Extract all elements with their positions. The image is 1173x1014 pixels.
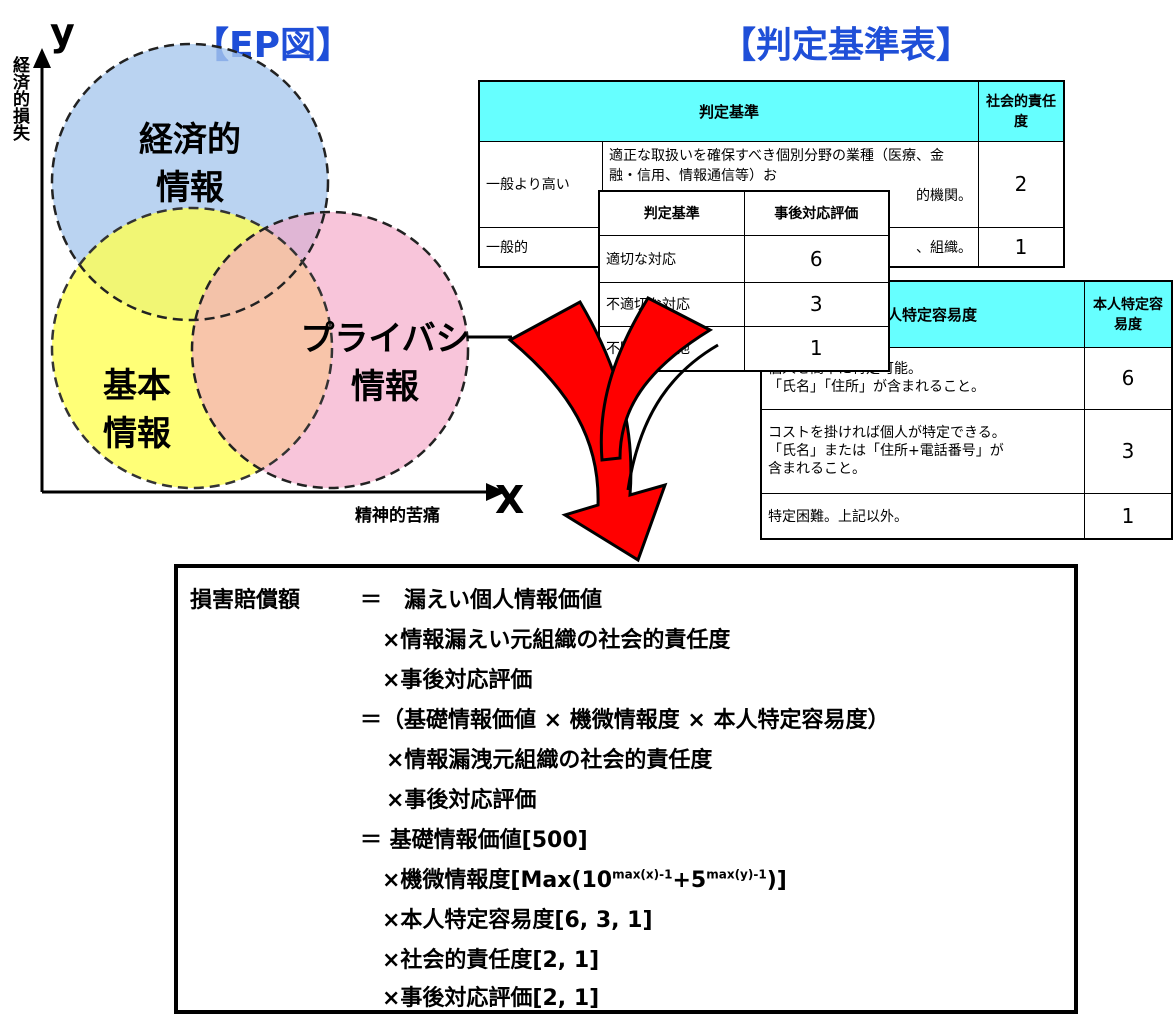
value-cell: 1 xyxy=(743,325,890,372)
formula-line: ×情報漏えい元組織の社会的責任度 xyxy=(382,628,731,653)
value-cell: 1 xyxy=(1084,492,1173,540)
identity-ease-table: 本人特定容易度 本人特定容易度 個人を簡単に特定可能。「氏名」「住所」が含まれる… xyxy=(760,280,1173,540)
x-axis-symbol: X xyxy=(495,478,525,522)
social-responsibility-table: 判定基準 社会的責任度 一般より高い 適正な取扱いを確保すべき個別分野の業種（医… xyxy=(478,80,1065,268)
table-header: 判定基準 xyxy=(598,190,745,236)
formula-line: 漏えい個人情報価値 xyxy=(404,588,603,613)
y-axis-symbol: y xyxy=(50,10,75,54)
ep-diagram xyxy=(33,42,512,501)
value-cell: 3 xyxy=(743,281,890,327)
value-cell: 2 xyxy=(978,140,1065,228)
y-axis-arrow xyxy=(33,48,51,68)
table-row: 個人を簡単に特定可能。「氏名」「住所」が含まれること。 6 xyxy=(760,346,1173,410)
privacy-info-circle xyxy=(192,212,468,488)
value-cell: 1 xyxy=(978,226,1065,268)
privacy-info-label: プライバシ情報 xyxy=(300,319,470,407)
formula-line: ×事後対応評価[2, 1] xyxy=(382,986,600,1011)
formula-line: ×機微情報度[Max(10max(x)-1+5max(y)-1)] xyxy=(382,867,787,893)
formula-line: 損害賠償額 xyxy=(190,588,301,613)
table-header: 事後対応評価 xyxy=(743,190,890,236)
value-cell: 6 xyxy=(743,234,890,283)
basic-info-label: 基本情報 xyxy=(103,366,171,454)
y-axis-label: 経済的損失 xyxy=(9,56,29,141)
table-row: 適切な対応 6 xyxy=(598,234,890,283)
table-row: コストを掛ければ個人が特定できる。「氏名」または「住所+電話番号」が含まれること… xyxy=(760,408,1173,494)
table-row: 一般より高い 適正な取扱いを確保すべき個別分野の業種（医療、金融・信用、情報通信… xyxy=(478,140,1065,228)
level-cell: 一般より高い xyxy=(478,140,603,228)
formula-line: ＝ xyxy=(360,588,383,613)
formula-line: ×事後対応評価 xyxy=(386,788,537,813)
table-header: 本人特定容易度 xyxy=(1084,280,1173,348)
desc-cell: 特定困難。上記以外。 xyxy=(760,492,1085,540)
formula-line: ×本人特定容易度[6, 3, 1] xyxy=(382,908,653,933)
label-cell: 適切な対応 xyxy=(598,234,745,283)
value-cell: 6 xyxy=(1084,346,1173,410)
formula-box: 損害賠償額 ＝ 漏えい個人情報価値 ×情報漏えい元組織の社会的責任度 ×事後対応… xyxy=(174,564,1078,1014)
desc-cell: コストを掛ければ個人が特定できる。「氏名」または「住所+電話番号」が含まれること… xyxy=(760,408,1085,494)
table-row: 特定困難。上記以外。 1 xyxy=(760,492,1173,540)
criteria-title: 【判定基準表】 xyxy=(720,25,973,66)
formula-line: ×情報漏洩元組織の社会的責任度 xyxy=(386,748,713,773)
formula-line: ＝（基礎情報価値 × 機微情報度 × 本人特定容易度） xyxy=(360,708,890,733)
economic-info-label: 経済的情報 xyxy=(139,120,241,208)
formula-line: ×社会的責任度[2, 1] xyxy=(382,948,600,973)
table-header: 判定基準 xyxy=(478,80,979,142)
formula-line: ＝ 基礎情報価値[500] xyxy=(360,828,588,853)
value-cell: 3 xyxy=(1084,408,1173,494)
formula-line: ×事後対応評価 xyxy=(382,668,533,693)
x-axis-arrow xyxy=(486,483,506,501)
desc-cell: 個人を簡単に特定可能。「氏名」「住所」が含まれること。 xyxy=(760,346,1085,410)
x-axis-label: 精神的苦痛 xyxy=(355,506,440,526)
table-header: 社会的責任度 xyxy=(978,80,1065,142)
level-cell: 一般的 xyxy=(478,226,603,268)
red-arrow-icon xyxy=(507,296,719,563)
